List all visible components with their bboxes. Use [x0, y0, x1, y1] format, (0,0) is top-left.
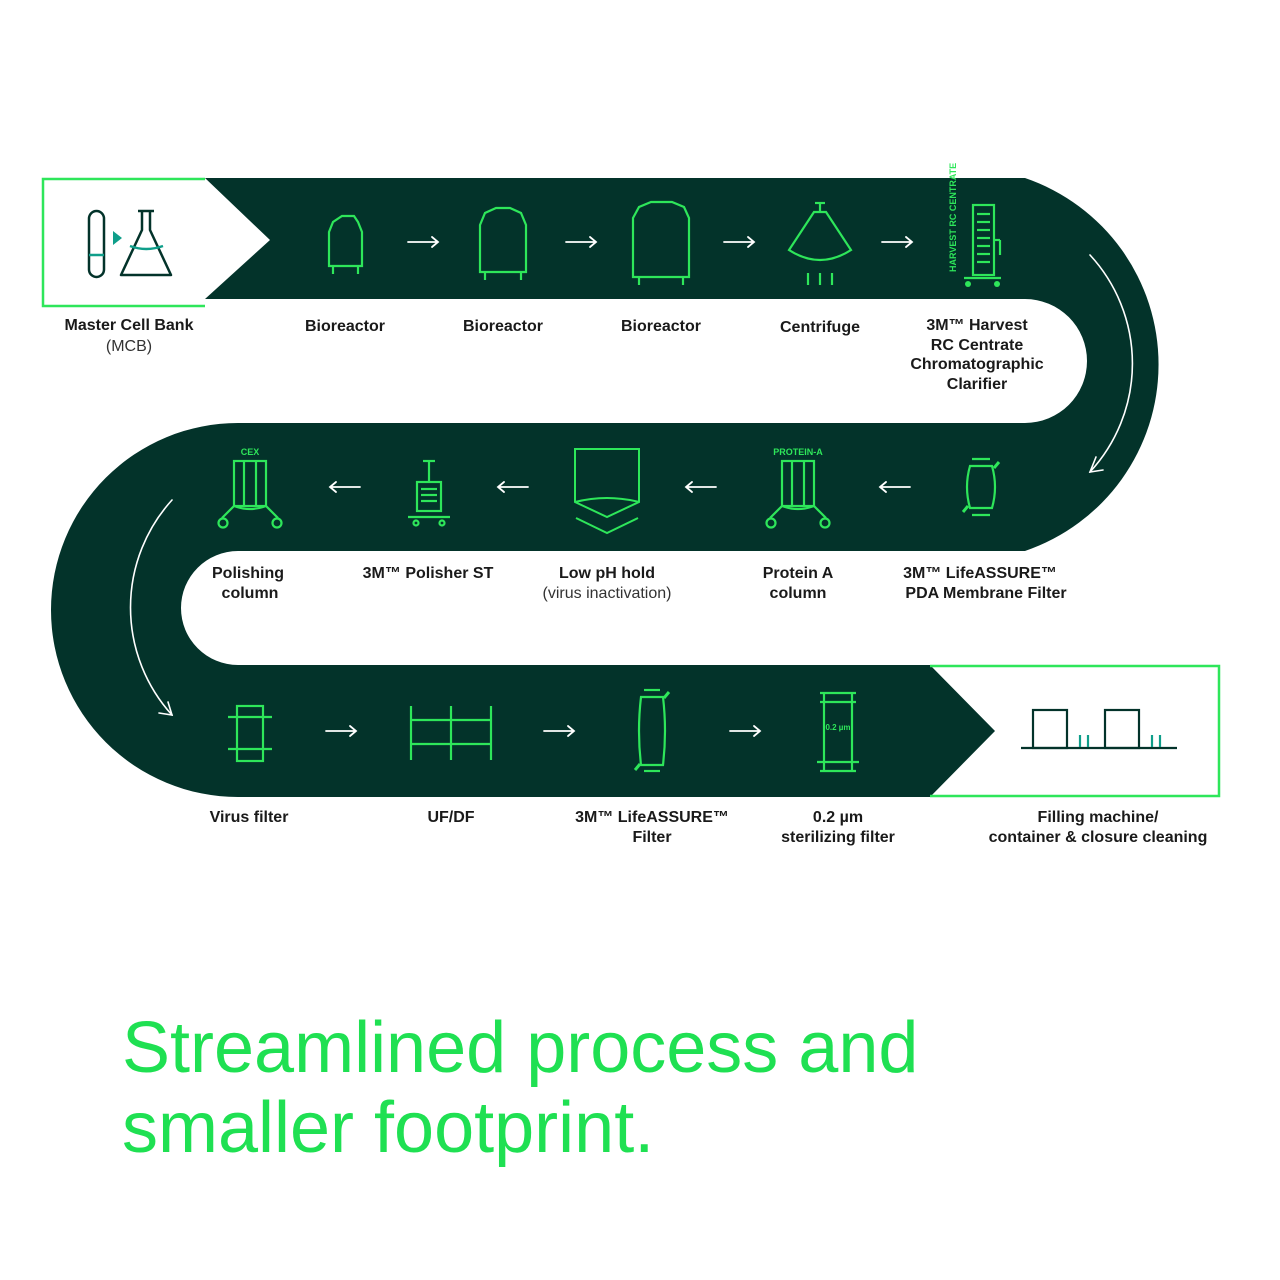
step-sub-label: (virus inactivation) — [543, 585, 672, 602]
step-label-line: 3M™ Harvest — [926, 317, 1028, 334]
headline: Streamlined process and smaller footprin… — [122, 1008, 1222, 1168]
virus-filter-icon — [228, 704, 272, 763]
step-label-line: Filter — [632, 829, 671, 846]
step-low-ph-hold: Low pH hold (virus inactivation) — [543, 565, 672, 602]
step-bioreactor-2: Bioreactor — [463, 318, 543, 335]
step-label-line: 0.2 µm — [813, 809, 863, 826]
capsule-filter-icon — [961, 457, 1001, 517]
bioreactor-small-icon — [327, 214, 364, 274]
sterilizing-filter-icon: 0.2 µm — [817, 691, 859, 773]
flow-curve-left-arrowhead — [158, 701, 174, 716]
start-box-outline — [41, 177, 205, 308]
end-box-outline — [930, 664, 1221, 798]
test-tube-flask-icon — [87, 209, 173, 279]
arrow-left-icon — [496, 481, 529, 493]
headline-line-1: Streamlined process and — [122, 1008, 919, 1088]
step-label-line: 3M™ LifeASSURE™ — [575, 809, 729, 826]
flow-curve-left — [129, 499, 173, 716]
step-label-line: RC Centrate — [931, 337, 1024, 354]
step-sterilizing-filter: 0.2 µm sterilizing filter — [781, 809, 895, 846]
arrow-left-icon — [684, 481, 717, 493]
ufdf-cassette-icon — [409, 706, 493, 760]
cex-icon-text: CEX — [241, 447, 260, 457]
arrow-right-icon — [881, 236, 914, 248]
step-label-line: Chromatographic — [910, 356, 1043, 373]
step-label-line: PDA Membrane Filter — [905, 585, 1066, 602]
hold-tank-icon — [574, 448, 640, 535]
step-label-line: Bioreactor — [305, 318, 385, 335]
step-label-line: Filling machine/ — [1038, 809, 1159, 826]
step-ufdf: UF/DF — [427, 809, 474, 826]
step-label-line: 3M™ Polisher ST — [363, 565, 494, 582]
harvest-rc-centrate-icon: HARVEST RC CENTRATE — [948, 163, 1002, 287]
step-lifeassure-pda: 3M™ LifeASSURE™ PDA Membrane Filter — [903, 565, 1067, 602]
step-filling-machine: Filling machine/ container & closure cle… — [989, 809, 1208, 846]
polisher-icon — [408, 459, 450, 527]
protein-a-column-icon: PROTEIN-A — [765, 447, 831, 529]
arrow-right-icon — [325, 725, 358, 737]
centrifuge-icon — [787, 201, 853, 285]
step-label-line: Bioreactor — [621, 318, 701, 335]
bioreactor-medium-icon — [478, 206, 528, 280]
step-label-line: Bioreactor — [463, 318, 543, 335]
step-sub-label: (MCB) — [106, 338, 152, 355]
step-label-line: 3M™ LifeASSURE™ — [903, 565, 1057, 582]
step-label-line: Centrifuge — [780, 319, 860, 336]
harvest-rc-centrate-icon-text: HARVEST RC CENTRATE — [948, 163, 958, 272]
step-label-line: column — [770, 585, 827, 602]
protein-a-icon-text: PROTEIN-A — [773, 447, 823, 457]
long-capsule-filter-icon — [633, 688, 671, 773]
process-track — [51, 178, 1159, 797]
step-label-line: Polishing — [212, 565, 284, 582]
step-label-line: container & closure cleaning — [989, 829, 1208, 846]
arrow-right-icon — [543, 725, 576, 737]
arrow-right-icon — [729, 725, 762, 737]
arrow-left-icon — [878, 481, 911, 493]
filling-machine-icon — [1021, 708, 1177, 750]
step-label-line: Low pH hold — [559, 565, 655, 582]
step-label-line: Clarifier — [947, 376, 1007, 393]
step-bioreactor-3: Bioreactor — [621, 318, 701, 335]
step-centrifuge: Centrifuge — [780, 319, 860, 336]
step-polishing-column: Polishing column — [212, 565, 284, 602]
bioreactor-large-icon — [631, 200, 691, 285]
cex-column-icon: CEX — [217, 447, 283, 529]
step-protein-a: Protein A column — [763, 565, 834, 602]
flow-curve-right — [1089, 254, 1134, 473]
arrow-left-icon — [328, 481, 361, 493]
step-polisher-st: 3M™ Polisher ST — [363, 565, 494, 582]
arrow-right-icon — [565, 236, 598, 248]
step-label-line: sterilizing filter — [781, 829, 895, 846]
flow-curve-right-arrowhead — [1088, 456, 1104, 474]
step-virus-filter: Virus filter — [210, 809, 289, 826]
step-bioreactor-1: Bioreactor — [305, 318, 385, 335]
step-harvest-rc: 3M™ Harvest RC Centrate Chromatographic … — [910, 317, 1043, 393]
step-label-line: Master Cell Bank — [65, 317, 194, 334]
arrow-right-icon — [723, 236, 756, 248]
step-label-line: column — [222, 585, 279, 602]
headline-line-2: smaller footprint. — [122, 1088, 655, 1168]
step-label-line: Virus filter — [210, 809, 289, 826]
arrow-right-icon — [407, 236, 440, 248]
sterilizing-icon-text: 0.2 µm — [825, 723, 850, 732]
step-master-cell-bank: Master Cell Bank (MCB) — [65, 317, 194, 355]
step-label-line: Protein A — [763, 565, 834, 582]
step-lifeassure-filter: 3M™ LifeASSURE™ Filter — [575, 809, 729, 846]
step-label-line: UF/DF — [427, 809, 474, 826]
